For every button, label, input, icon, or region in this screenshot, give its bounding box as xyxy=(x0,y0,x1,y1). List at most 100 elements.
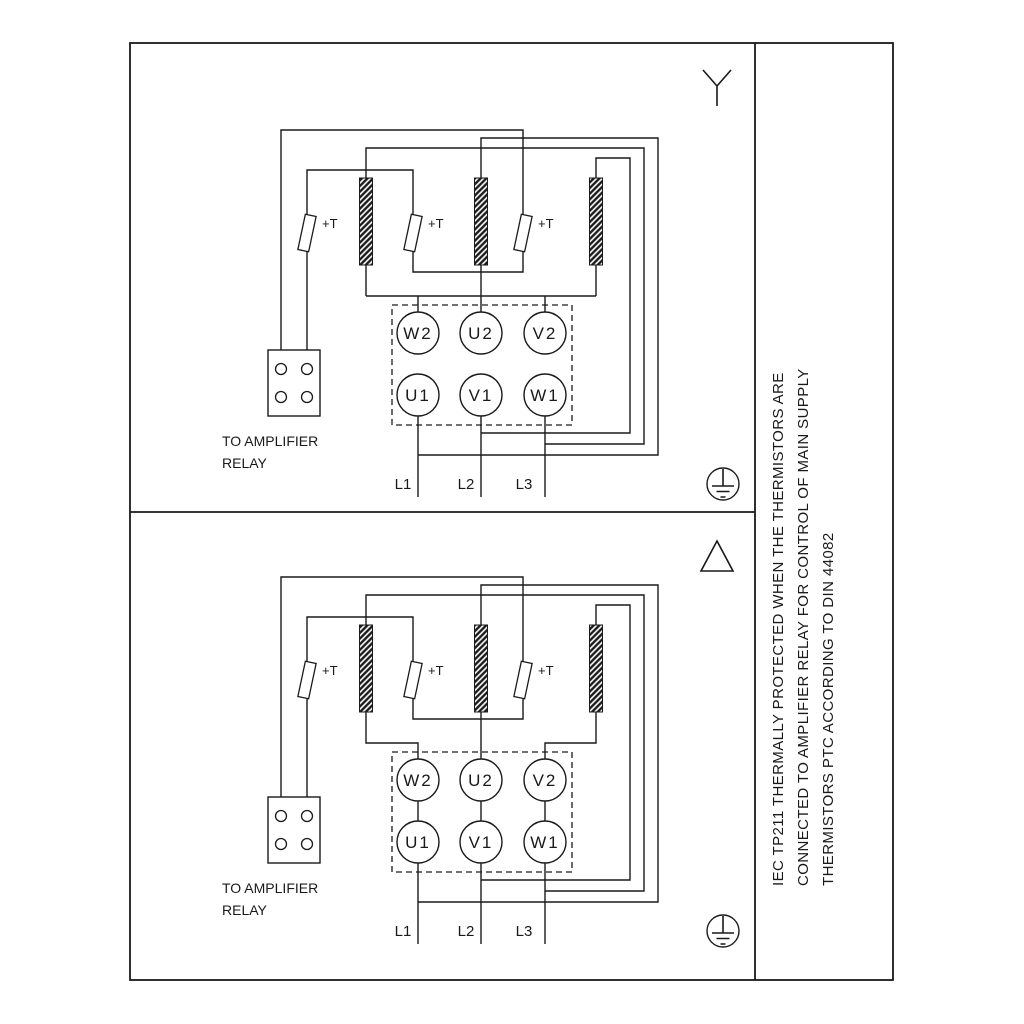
thermistor-label: +T xyxy=(322,663,338,678)
supply-label-l3: L3 xyxy=(516,923,533,940)
panel-delta: +T +T +T W2 U2 V2 U1 V1 W1 TO AM xyxy=(222,539,740,948)
amplifier-relay-box xyxy=(267,349,321,417)
wire xyxy=(417,801,546,821)
relay-terminal xyxy=(274,837,288,851)
wire xyxy=(412,698,524,720)
wire xyxy=(481,604,631,881)
terminal-w1 xyxy=(523,820,567,864)
relay-terminal xyxy=(300,390,314,404)
delta-connection-icon xyxy=(699,539,735,572)
ground-circle xyxy=(706,467,740,501)
wire xyxy=(544,712,597,759)
wire xyxy=(418,137,659,456)
terminal-label-u2: U2 xyxy=(468,771,494,790)
terminal-label-v1: V1 xyxy=(469,386,494,405)
earth-ground-icon xyxy=(706,467,740,501)
wire xyxy=(365,594,645,892)
wire xyxy=(365,147,645,445)
amplifier-relay: TO AMPLIFIER RELAY xyxy=(222,796,321,918)
relay-terminal xyxy=(274,390,288,404)
wire xyxy=(306,169,414,215)
panel-star: +T +T +T W2 U2 V2 U1 V1 W1 TO AM xyxy=(222,69,740,501)
winding xyxy=(589,624,603,713)
terminal-v1 xyxy=(459,373,503,417)
sidebar-note-line2: CONNECTED TO AMPLIFIER RELAY FOR CONTROL… xyxy=(795,368,812,886)
relay-terminal xyxy=(274,362,288,376)
supply-label-l1: L1 xyxy=(395,476,412,493)
relay-caption-line2: RELAY xyxy=(222,455,268,471)
winding xyxy=(474,624,488,713)
thermistor-label: +T xyxy=(428,216,444,231)
terminal-label-u2: U2 xyxy=(468,324,494,343)
terminal-v2 xyxy=(523,311,567,355)
amplifier-relay: TO AMPLIFIER RELAY xyxy=(222,349,321,471)
terminals: W2 U2 V2 U1 V1 W1 xyxy=(396,311,567,417)
wire xyxy=(280,576,524,810)
wire xyxy=(365,712,419,759)
terminal-label-w2: W2 xyxy=(403,771,433,790)
wires-star xyxy=(280,129,659,497)
relay-terminal xyxy=(300,362,314,376)
terminal-w1 xyxy=(523,373,567,417)
winding xyxy=(359,177,373,266)
thermistors: +T +T +T xyxy=(297,660,554,700)
terminal-v1 xyxy=(459,820,503,864)
terminal-u2 xyxy=(459,311,503,355)
wire xyxy=(412,251,524,273)
thermistor-symbol xyxy=(513,213,533,253)
terminal-label-u1: U1 xyxy=(405,833,431,852)
terminal-w2 xyxy=(396,311,440,355)
star-connection-icon xyxy=(702,69,732,106)
sidebar-note: IEC TP211 THERMALLY PROTECTED WHEN THE T… xyxy=(770,368,837,886)
relay-terminal xyxy=(300,837,314,851)
amplifier-relay-box xyxy=(267,796,321,864)
motor-windings xyxy=(359,624,603,713)
relay-terminal xyxy=(300,809,314,823)
thermistor-label: +T xyxy=(538,216,554,231)
terminal-label-w1: W1 xyxy=(530,386,560,405)
terminal-board xyxy=(391,751,573,873)
thermistors: +T +T +T xyxy=(297,213,554,253)
terminal-u1 xyxy=(396,820,440,864)
delta-icon-triangle xyxy=(699,539,735,572)
wire xyxy=(481,157,631,434)
winding xyxy=(359,624,373,713)
wires-delta xyxy=(280,576,659,944)
thermistor-label: +T xyxy=(322,216,338,231)
supply-label-l2: L2 xyxy=(458,476,475,493)
ground-circle xyxy=(706,914,740,948)
thermistor-label: +T xyxy=(428,663,444,678)
supply-label-l2: L2 xyxy=(458,923,475,940)
supply-labels: L1 L2 L3 xyxy=(395,923,533,940)
ground-bars xyxy=(712,469,734,498)
wire xyxy=(417,863,546,944)
relay-caption-line1: TO AMPLIFIER xyxy=(222,880,318,896)
supply-labels: L1 L2 L3 xyxy=(395,476,533,493)
thermistor-label: +T xyxy=(538,663,554,678)
winding xyxy=(589,177,603,266)
terminal-label-w2: W2 xyxy=(403,324,433,343)
winding xyxy=(474,177,488,266)
terminal-label-w1: W1 xyxy=(530,833,560,852)
wire xyxy=(365,265,597,312)
wire xyxy=(417,416,546,497)
thermistor-symbol xyxy=(297,213,317,253)
terminals: W2 U2 V2 U1 V1 W1 xyxy=(396,758,567,864)
wire xyxy=(418,584,659,903)
terminal-label-u1: U1 xyxy=(405,386,431,405)
thermistor-symbol xyxy=(403,660,423,700)
earth-ground-icon xyxy=(706,914,740,948)
terminal-u1 xyxy=(396,373,440,417)
supply-label-l3: L3 xyxy=(516,476,533,493)
terminal-board xyxy=(391,304,573,426)
supply-label-l1: L1 xyxy=(395,923,412,940)
ground-bars xyxy=(712,916,734,945)
terminal-label-v2: V2 xyxy=(533,771,558,790)
motor-windings xyxy=(359,177,603,266)
relay-caption-line2: RELAY xyxy=(222,902,268,918)
thermistor-symbol xyxy=(297,660,317,700)
sidebar-note-line1: IEC TP211 THERMALLY PROTECTED WHEN THE T… xyxy=(770,372,787,886)
sidebar-note-line3: THERMISTORS PTC ACCORDING TO DIN 44082 xyxy=(820,532,837,886)
